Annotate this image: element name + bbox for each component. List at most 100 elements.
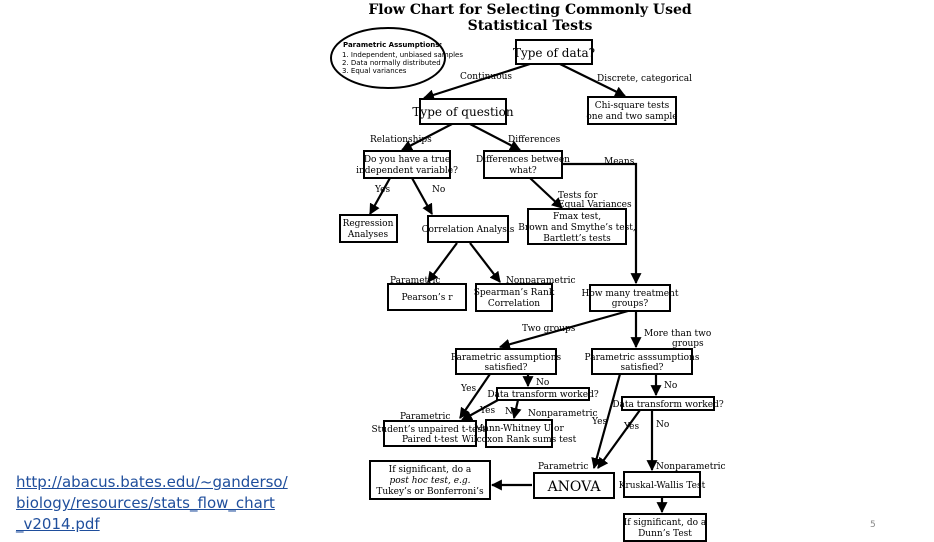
svg-text:Fmax test,: Fmax test, <box>553 212 601 222</box>
node-type-of-question: Type of question <box>412 98 514 125</box>
svg-text:Correlation: Correlation <box>488 299 540 309</box>
label-discrete: Discrete, categorical <box>597 74 692 84</box>
svg-text:post hoc test, e.g.: post hoc test, e.g. <box>389 476 470 486</box>
source-link-line[interactable]: http://abacus.bates.edu/~ganderso/ <box>16 473 288 491</box>
node-correlation: Correlation Analysis <box>422 215 515 243</box>
edge-relationships <box>401 123 453 151</box>
node-ttest: Student’s unpaired t-test, Paired t-test <box>372 420 489 447</box>
svg-text:Parametric asssumptions: Parametric asssumptions <box>585 353 700 363</box>
label-two-groups: Two groups <box>522 324 576 334</box>
node-chi-square: Chi-square tests one and two sample <box>586 96 678 125</box>
node-param-sat-two: Parametric assumptions satisfied? <box>451 348 562 375</box>
label-equal-variances: Equal Variances <box>558 200 632 210</box>
svg-text:How many treatment: How many treatment <box>582 289 679 299</box>
node-true-independent: Do you have a true independent variable? <box>356 150 458 179</box>
svg-text:Data transform worked?: Data transform worked? <box>612 400 724 410</box>
svg-text:Correlation Analysis: Correlation Analysis <box>422 225 515 235</box>
assumption-item: 2. Data normally distributed <box>342 59 441 67</box>
svg-text:independent variable?: independent variable? <box>356 166 458 176</box>
label-no-more: No <box>664 381 677 391</box>
edge-transform-yes-two <box>461 399 499 421</box>
edge-continuous <box>422 62 531 101</box>
node-dunn: If significant, do a Dunn’s Test <box>623 513 707 542</box>
label-yes-two: Yes <box>460 384 476 394</box>
edge-discrete <box>559 63 626 97</box>
svg-text:Tukey’s or Bonferroni’s: Tukey’s or Bonferroni’s <box>376 487 484 497</box>
assumption-item: 1. Independent, unbiased samples <box>342 51 463 59</box>
svg-text:Mann-Whitney U or: Mann-Whitney U or <box>474 424 564 434</box>
edge-means <box>562 162 642 285</box>
edge-two-groups <box>498 309 629 350</box>
assumptions-ellipse: Parametric Assumptions: 1. Independent, … <box>330 27 463 89</box>
edge-yes <box>369 177 391 215</box>
svg-text:Analyses: Analyses <box>347 230 389 240</box>
chart-title: Flow Chart for Selecting Commonly Used S… <box>368 2 692 34</box>
node-kruskal: Kruskal-Wallis Test <box>619 471 706 498</box>
svg-text:Bartlett’s tests: Bartlett’s tests <box>543 234 611 244</box>
edge-parametric-corr <box>427 242 458 283</box>
svg-text:If significant, do a: If significant, do a <box>624 518 707 528</box>
label-parametric-two: Parametric <box>400 412 450 422</box>
label-continuous: Continuous <box>460 72 512 82</box>
node-type-of-data: Type of data? <box>513 39 595 65</box>
svg-text:Parametric assumptions: Parametric assumptions <box>451 353 562 363</box>
svg-text:satisfied?: satisfied? <box>620 363 663 373</box>
source-link[interactable]: http://abacus.bates.edu/~ganderso/ biolo… <box>16 472 316 535</box>
svg-text:If significant, do a: If significant, do a <box>389 465 472 475</box>
assumption-item: 3. Equal variances <box>342 67 407 75</box>
label-yes-transform-more: Yes <box>623 422 639 432</box>
svg-text:Brown and Smythe’s test,: Brown and Smythe’s test, <box>518 223 635 233</box>
edge-differences <box>469 123 521 151</box>
svg-text:Dunn’s Test: Dunn’s Test <box>638 529 692 539</box>
page-number: 5 <box>870 520 876 530</box>
svg-text:groups?: groups? <box>612 299 649 309</box>
label-yes: Yes <box>374 185 390 195</box>
node-anova: ANOVA <box>533 472 615 499</box>
svg-text:Regression: Regression <box>343 219 394 229</box>
label-nonparametric: Nonparametric <box>506 276 576 286</box>
label-parametric: Parametric <box>390 276 440 286</box>
node-mann-whitney: Mann-Whitney U or Wilcoxon Rank sums tes… <box>462 419 577 448</box>
node-transform-two: Data transform worked? <box>487 387 599 401</box>
node-transform-more: Data transform worked? <box>612 396 724 411</box>
svg-text:Spearman’s Rank: Spearman’s Rank <box>474 288 555 298</box>
svg-text:Pearson’s r: Pearson’s r <box>401 293 453 303</box>
label-means: Means <box>604 157 635 167</box>
label-differences: Differences <box>508 135 561 145</box>
source-link-line[interactable]: biology/resources/stats_flow_chart <box>16 494 275 512</box>
label-yes-more: Yes <box>591 417 607 427</box>
edge-equal-variances <box>529 177 563 209</box>
node-post-hoc: If significant, do a post hoc test, e.g.… <box>369 460 491 500</box>
node-regression: Regression Analyses <box>339 214 398 243</box>
svg-text:one and two sample: one and two sample <box>586 112 677 122</box>
assumptions-heading: Parametric Assumptions: <box>343 41 442 49</box>
label-no-transform-more: No <box>656 420 669 430</box>
label-relationships: Relationships <box>370 135 432 145</box>
svg-text:ANOVA: ANOVA <box>547 479 602 495</box>
label-no-transform-two: No <box>505 407 518 417</box>
svg-text:Differences between: Differences between <box>476 155 570 165</box>
edge-transform-no-two <box>510 399 522 420</box>
label-no: No <box>432 185 445 195</box>
label-no-two: No <box>536 378 549 388</box>
node-differences-between: Differences between what? <box>476 150 570 179</box>
edge-yes-more <box>591 373 622 470</box>
label-groups: groups <box>672 339 704 349</box>
edge-nonparametric-corr <box>469 242 501 283</box>
edge-transform-yes-more <box>597 409 641 469</box>
source-link-line[interactable]: _v2014.pdf <box>16 515 100 533</box>
svg-text:Type of question: Type of question <box>412 105 513 119</box>
svg-text:Paired t-test: Paired t-test <box>402 435 458 445</box>
label-parametric-anova: Parametric <box>538 462 588 472</box>
svg-text:Student’s unpaired t-test,: Student’s unpaired t-test, <box>372 425 489 435</box>
node-fmax: Fmax test, Brown and Smythe’s test, Bart… <box>518 208 636 245</box>
svg-text:Do you have a true: Do you have a true <box>364 155 450 165</box>
node-spearman: Spearman’s Rank Correlation <box>474 283 555 312</box>
label-nonparametric-kruskal: Nonparametric <box>656 462 726 472</box>
label-tests-for: Tests for <box>558 191 598 201</box>
edges <box>369 62 668 514</box>
svg-text:satisfied?: satisfied? <box>484 363 527 373</box>
label-nonparametric-two: Nonparametric <box>528 409 598 419</box>
